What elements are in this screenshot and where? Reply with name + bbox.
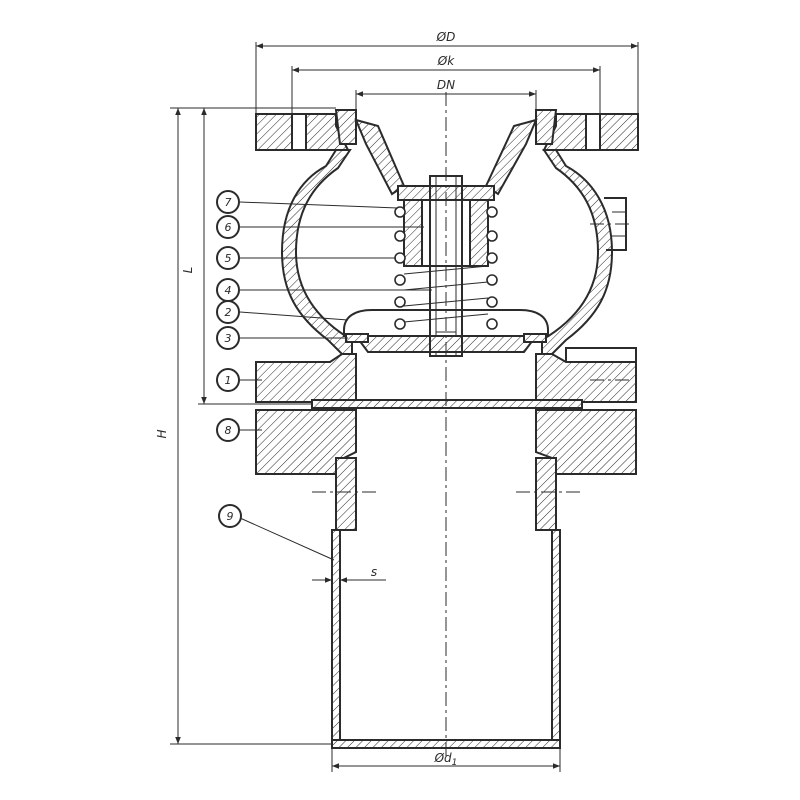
- balloon-1: 1: [216, 368, 262, 392]
- balloon-8: 8: [216, 418, 262, 442]
- balloon-6: 6: [216, 215, 424, 239]
- dim-nominal-diameter: DN: [355, 78, 537, 110]
- svg-text:8: 8: [225, 424, 232, 437]
- label-total-height: H: [155, 429, 169, 438]
- balloon-2: 2: [216, 300, 349, 324]
- dim-body-length: L: [181, 107, 336, 405]
- balloon-7: 7: [216, 190, 399, 214]
- label-nominal-diameter: DN: [437, 78, 455, 92]
- label-pipe-diameter: Ød1: [434, 751, 458, 768]
- seat-rings: [334, 109, 558, 145]
- svg-text:1: 1: [225, 374, 232, 387]
- label-body-length: L: [181, 267, 195, 274]
- svg-text:6: 6: [225, 221, 232, 234]
- dim-bolt-circle: Øk: [291, 54, 601, 114]
- dim-outer-diameter: ØD: [255, 30, 639, 114]
- svg-text:9: 9: [227, 510, 234, 523]
- svg-text:2: 2: [225, 306, 232, 319]
- balloon-5: 5: [216, 246, 396, 270]
- svg-text:3: 3: [225, 332, 232, 345]
- balloon-9: 9: [218, 504, 335, 561]
- valve-body: [280, 149, 632, 355]
- dim-wall-thickness: s: [312, 565, 386, 583]
- label-wall-thickness: s: [371, 565, 377, 579]
- lower-flange: [255, 409, 637, 531]
- top-flange: [255, 113, 639, 151]
- gasket: [311, 399, 583, 409]
- svg-text:7: 7: [225, 196, 232, 209]
- dim-total-height: H: [155, 107, 332, 745]
- label-outer-diameter: ØD: [436, 30, 456, 44]
- guide-arms: [354, 118, 538, 196]
- label-bolt-circle: Øk: [437, 54, 455, 68]
- balloon-3: 3: [216, 326, 348, 350]
- dim-pipe-diameter: Ød1: [331, 748, 561, 772]
- bottom-body-flange: [255, 347, 637, 403]
- svg-text:4: 4: [225, 284, 232, 297]
- svg-text:5: 5: [225, 252, 232, 265]
